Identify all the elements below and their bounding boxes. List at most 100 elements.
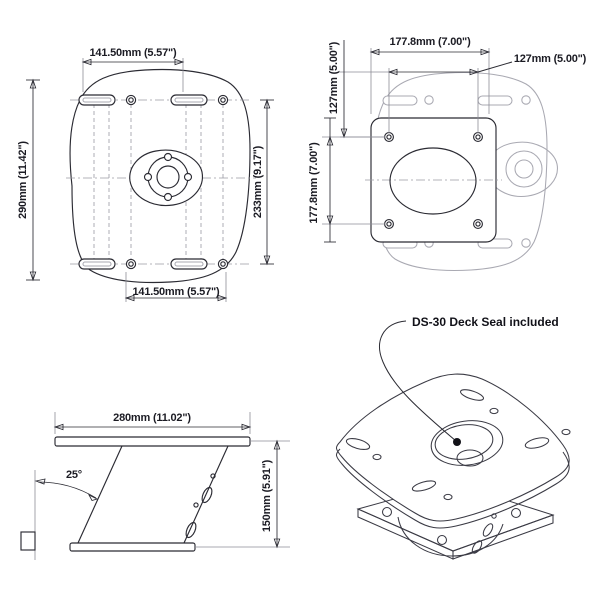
elevation-detent-upper [201, 486, 213, 504]
elevation-dim-width-label: 280mm (11.02") [113, 412, 191, 424]
pattern-hole-bottom-right [473, 219, 483, 229]
view-side-elevation: 25° 280mm (11.02") 150mm (5.91") [20, 412, 290, 560]
dim-right-arrow-top [263, 98, 271, 109]
top-plate-slot-lower-right [170, 258, 208, 270]
dim-top-arrow-right [174, 58, 185, 66]
center-hub-bolt-bottom [163, 192, 173, 202]
top-plate-hole-upper-mid-left-inner [128, 97, 134, 103]
pattern-hole-bottom-right-in [475, 221, 481, 227]
top-plate-slot-upper-right-inner [174, 97, 204, 103]
iso-hole-bottom [443, 493, 453, 501]
iso-slot-top [459, 389, 485, 401]
elevation-angle-arrow-left [34, 478, 46, 485]
iso-slot-left [345, 438, 371, 450]
pattern-center-ellipse [389, 147, 477, 215]
elevation-top-plate [54, 436, 251, 447]
iso-slot-right [524, 437, 550, 449]
top-plate-hole-upper-right-inner [220, 97, 226, 103]
top-plate-hole-lower-mid-left [125, 258, 137, 270]
top-plate-hole-lower-right-inner [220, 261, 226, 267]
dim-overall-height-label: 290mm (11.42") [17, 141, 29, 219]
top-plate-slot-lower-left [78, 258, 116, 270]
dim-top-arrow-left [81, 58, 92, 66]
dim-bottom-arrow-right [217, 294, 228, 302]
top-plate-slot-upper-right [170, 94, 208, 106]
iso-hole-left [372, 453, 382, 461]
tr-dim-inner-arrow-left [387, 68, 398, 76]
top-plate-outline [69, 68, 251, 284]
dim-left-arrow-top [29, 78, 37, 89]
pattern-hole-top-right [473, 132, 483, 142]
top-plate-slot-upper-left [78, 94, 116, 106]
elevation-pin-hole-lower [193, 502, 199, 508]
iso-callout-dot [453, 438, 461, 446]
tr-slot-upper-right [477, 95, 513, 106]
iso-upper-plate-top [335, 373, 570, 522]
tr-dim-left-upper-label: 127mm (5.00") [328, 41, 340, 114]
top-plate-hole-lower-right [217, 258, 229, 270]
iso-column-detent-lower [471, 540, 483, 554]
view-top-plate: 141.50mm (5.57") 141.50mm (5.57") 290mm … [17, 47, 274, 302]
center-hub-bolt-top [163, 152, 173, 162]
elevation-detent-lower [185, 521, 197, 539]
top-plate-slot-lower-right-inner [174, 261, 204, 267]
tr-center-hub-bore [514, 159, 534, 179]
elevation-dim-width-arrow-left [53, 423, 64, 431]
iso-upper-plate-edge [335, 448, 570, 529]
iso-center-bore [456, 449, 484, 467]
tr-center-hub-teardrop [486, 141, 558, 198]
dim-inner-height-label: 233mm (9.17") [252, 145, 264, 218]
elevation-dim-height-label: 150mm (5.91") [261, 459, 273, 532]
tr-dim-inner-arrow-right [469, 68, 480, 76]
top-plate-slot-upper-left-inner [82, 97, 112, 103]
pattern-hole-top-right-in [475, 134, 481, 140]
tr-center-hub-bolt-circle [505, 150, 543, 188]
tr-dim-left-lower-arrow-bot [326, 215, 334, 226]
tr-plate-outline [374, 71, 548, 271]
view-isometric: DS-30 Deck Seal included [335, 315, 571, 560]
pattern-hole-bottom-left-in [386, 221, 392, 227]
tr-dim-left-lower-label: 177.8mm (7.00") [308, 142, 320, 224]
dim-bottom-width-label: 141.50mm (5.57") [132, 286, 220, 298]
tr-hole-lower-right [521, 238, 531, 248]
dim-right-arrow-bottom [263, 255, 271, 266]
iso-callout-leader [379, 320, 457, 442]
iso-lower-hole-right [510, 507, 522, 519]
tr-dim-inner-leader [477, 61, 513, 73]
iso-column-pin-hole [491, 513, 497, 519]
view-top-right-plate: 177.8mm (7.00") 127mm (5.00") 127mm (5.0… [308, 36, 587, 271]
tr-hole-upper-right [521, 95, 531, 105]
elevation-angle-label: 25° [66, 469, 82, 481]
tr-dim-left-lower-arrow-top [326, 135, 334, 146]
pattern-hole-bottom-left [384, 219, 394, 229]
elevation-dim-width-arrow-right [241, 423, 252, 431]
elevation-column-left-edge [77, 445, 123, 544]
tr-hole-upper-mid-left [424, 95, 434, 105]
center-hub-bolt-left [143, 172, 153, 182]
elevation-dim-height-arrow-bot [273, 538, 281, 549]
iso-lower-hole-left [381, 506, 393, 518]
iso-center-boss-inner [434, 424, 494, 460]
iso-column-hidden-outline [397, 516, 504, 557]
iso-center-boss-outer [430, 420, 504, 466]
dim-top-width-label: 141.50mm (5.57") [89, 47, 177, 59]
elevation-base-plate [69, 542, 196, 552]
tr-dim-left-upper-arrow [340, 128, 348, 139]
top-plate-hole-upper-right [217, 94, 229, 106]
top-plate-slot-lower-left-inner [82, 261, 112, 267]
tr-slot-upper-left [382, 95, 418, 106]
tr-dim-outer-arrow-left [369, 48, 380, 56]
tr-dim-inner-width-label: 127mm (5.00") [514, 53, 587, 65]
tr-dim-outer-width-label: 177.8mm (7.00") [389, 36, 471, 48]
elevation-column-right-edge [183, 445, 229, 544]
pattern-hole-top-left-in [386, 134, 392, 140]
center-hub-bore [156, 165, 180, 189]
top-plate-hole-upper-mid-left [125, 94, 137, 106]
pattern-hole-top-left [384, 132, 394, 142]
elevation-angle-arc [37, 481, 97, 499]
elevation-dim-height-arrow-top [273, 439, 281, 450]
iso-hole-top-right [489, 407, 499, 415]
dim-bottom-arrow-left [124, 294, 135, 302]
